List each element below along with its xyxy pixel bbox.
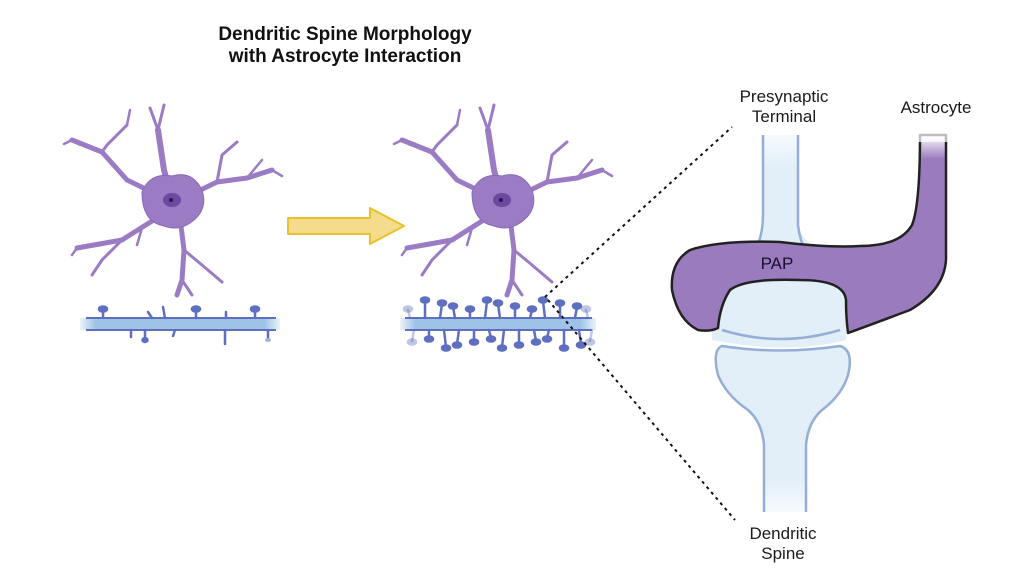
- spine-head: [509, 302, 521, 310]
- spine-head: [406, 338, 418, 346]
- neuron-cell-icon: [394, 105, 612, 295]
- spine-head: [537, 296, 549, 304]
- spine-head: [423, 335, 435, 343]
- spine-head: [464, 305, 476, 313]
- spine-head: [526, 305, 538, 313]
- dendritic-spine: [483, 299, 489, 320]
- spine-head: [436, 299, 448, 307]
- dendritic-spine: [410, 328, 416, 343]
- spine-head: [447, 302, 459, 310]
- dendritic-spine: [584, 308, 590, 320]
- diagram-title: Dendritic Spine Morphology with Astrocyt…: [190, 24, 500, 68]
- dendritic-spine: [588, 328, 594, 343]
- dendritic-spine: [442, 328, 448, 349]
- neuron-left: [64, 105, 282, 295]
- spine-head: [485, 335, 497, 343]
- dendritic-spine-label: Dendritic Spine: [733, 524, 833, 564]
- spine-head: [584, 338, 596, 346]
- neuron-cell-icon: [64, 105, 282, 295]
- spine-head: [541, 335, 553, 343]
- spine-head: [419, 296, 431, 304]
- dendritic-label-line-2: Spine: [761, 544, 805, 563]
- astrocyte-label: Astrocyte: [900, 98, 972, 117]
- spine-head: [513, 341, 525, 349]
- spine-head: [451, 341, 463, 349]
- spine-head: [492, 299, 504, 307]
- zoom-guide-lines: [544, 126, 736, 521]
- dendrite-sparse: [80, 305, 280, 346]
- spine-head: [580, 305, 592, 313]
- spine-head: [440, 344, 452, 352]
- dendritic-spine-shape: [714, 344, 851, 512]
- spine-head: [481, 296, 493, 304]
- dendrite-dense: [400, 296, 596, 352]
- dendritic-spine: [500, 328, 506, 349]
- astrocyte-pap: [670, 128, 950, 335]
- dendritic-spine: [541, 299, 547, 320]
- presynaptic-label-line-1: Presynaptic: [739, 87, 829, 106]
- dendritic-label-line-1: Dendritic: [749, 524, 817, 543]
- pap-label: PAP: [761, 254, 794, 273]
- neuron-right: [394, 105, 612, 295]
- spine-head: [496, 344, 508, 352]
- presynaptic-label-line-2: Terminal: [751, 107, 817, 126]
- presynaptic-terminal-label: Presynaptic Terminal: [722, 87, 846, 127]
- spine-head: [468, 338, 480, 346]
- spine-head: [571, 302, 583, 310]
- title-line-1: Dendritic Spine Morphology: [218, 24, 472, 45]
- progression-arrow-icon: [287, 207, 405, 245]
- spine-head: [530, 338, 542, 346]
- spine-head: [554, 299, 566, 307]
- title-line-2: with Astrocyte Interaction: [228, 46, 462, 67]
- dendritic-spine: [406, 308, 412, 320]
- spine-head: [402, 305, 414, 313]
- spine-head: [558, 344, 570, 352]
